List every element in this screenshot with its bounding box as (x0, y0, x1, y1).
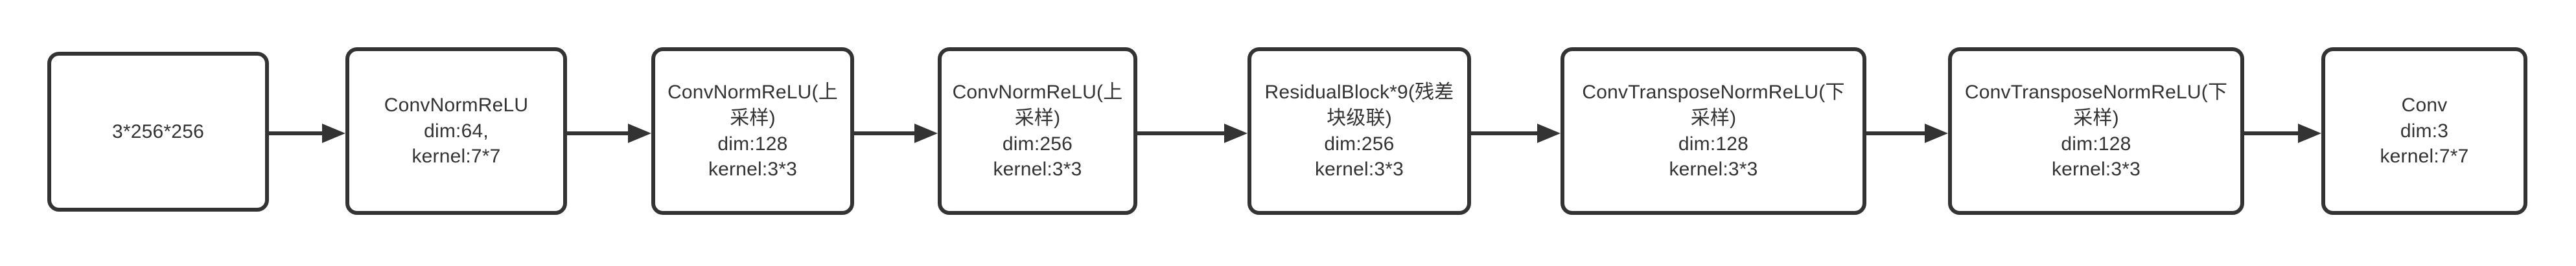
arrow-head-icon (1537, 124, 1561, 143)
arrow-head-icon (2298, 124, 2321, 143)
arrow-line (2244, 131, 2299, 135)
arrow-head-icon (914, 124, 938, 143)
arrow-line (269, 131, 323, 135)
arrow-head-icon (1224, 124, 1247, 143)
arrow-line (1866, 131, 1926, 135)
arrow-head-icon (1925, 124, 1948, 143)
arrow-head-icon (322, 124, 345, 143)
arrow-line (567, 131, 629, 135)
arrow-line (1137, 131, 1225, 135)
node-label: 3*256*256 (112, 120, 204, 142)
arrow-line (1471, 131, 1538, 135)
arrow-line (854, 131, 916, 135)
node-input[interactable]: 3*256*256 (47, 52, 269, 212)
arrow-head-icon (628, 124, 651, 143)
